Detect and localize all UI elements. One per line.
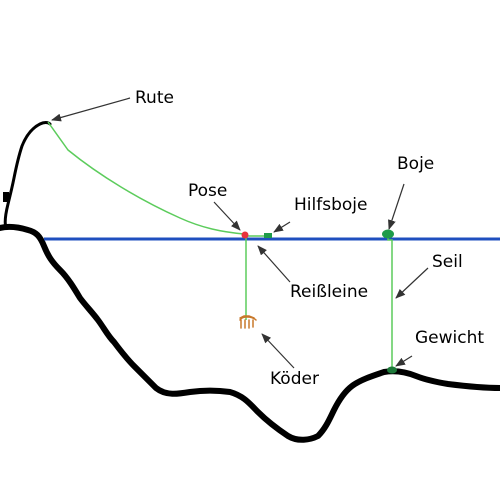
label-weight: Gewicht — [415, 328, 484, 348]
label-helper-buoy: Hilfsboje — [294, 195, 367, 215]
green-marker-icon — [264, 233, 272, 238]
rope — [387, 236, 393, 370]
arrow-weight — [395, 355, 413, 367]
arrow-rope — [395, 267, 429, 299]
ground-profile — [0, 223, 500, 443]
arrow-float — [213, 201, 241, 231]
arrow-helper-buoy — [273, 221, 291, 233]
arrow-bait — [261, 333, 295, 369]
fishing-line — [47, 121, 245, 235]
arrow-rod — [51, 97, 131, 122]
arrow-buoy — [388, 183, 405, 230]
label-rip-line: Reißleine — [290, 282, 368, 302]
arrow-rip-line — [257, 245, 291, 283]
reel-icon — [3, 192, 9, 202]
label-buoy: Boje — [397, 154, 434, 174]
label-float: Pose — [188, 181, 227, 201]
red-float-icon — [241, 231, 249, 239]
bait-icon — [239, 315, 257, 329]
label-rope: Seil — [432, 252, 463, 272]
label-rod: Rute — [135, 88, 174, 108]
green-buoy-icon — [382, 229, 394, 239]
label-bait: Köder — [270, 369, 319, 389]
green-weight-icon — [387, 366, 397, 374]
rod — [3, 121, 52, 230]
